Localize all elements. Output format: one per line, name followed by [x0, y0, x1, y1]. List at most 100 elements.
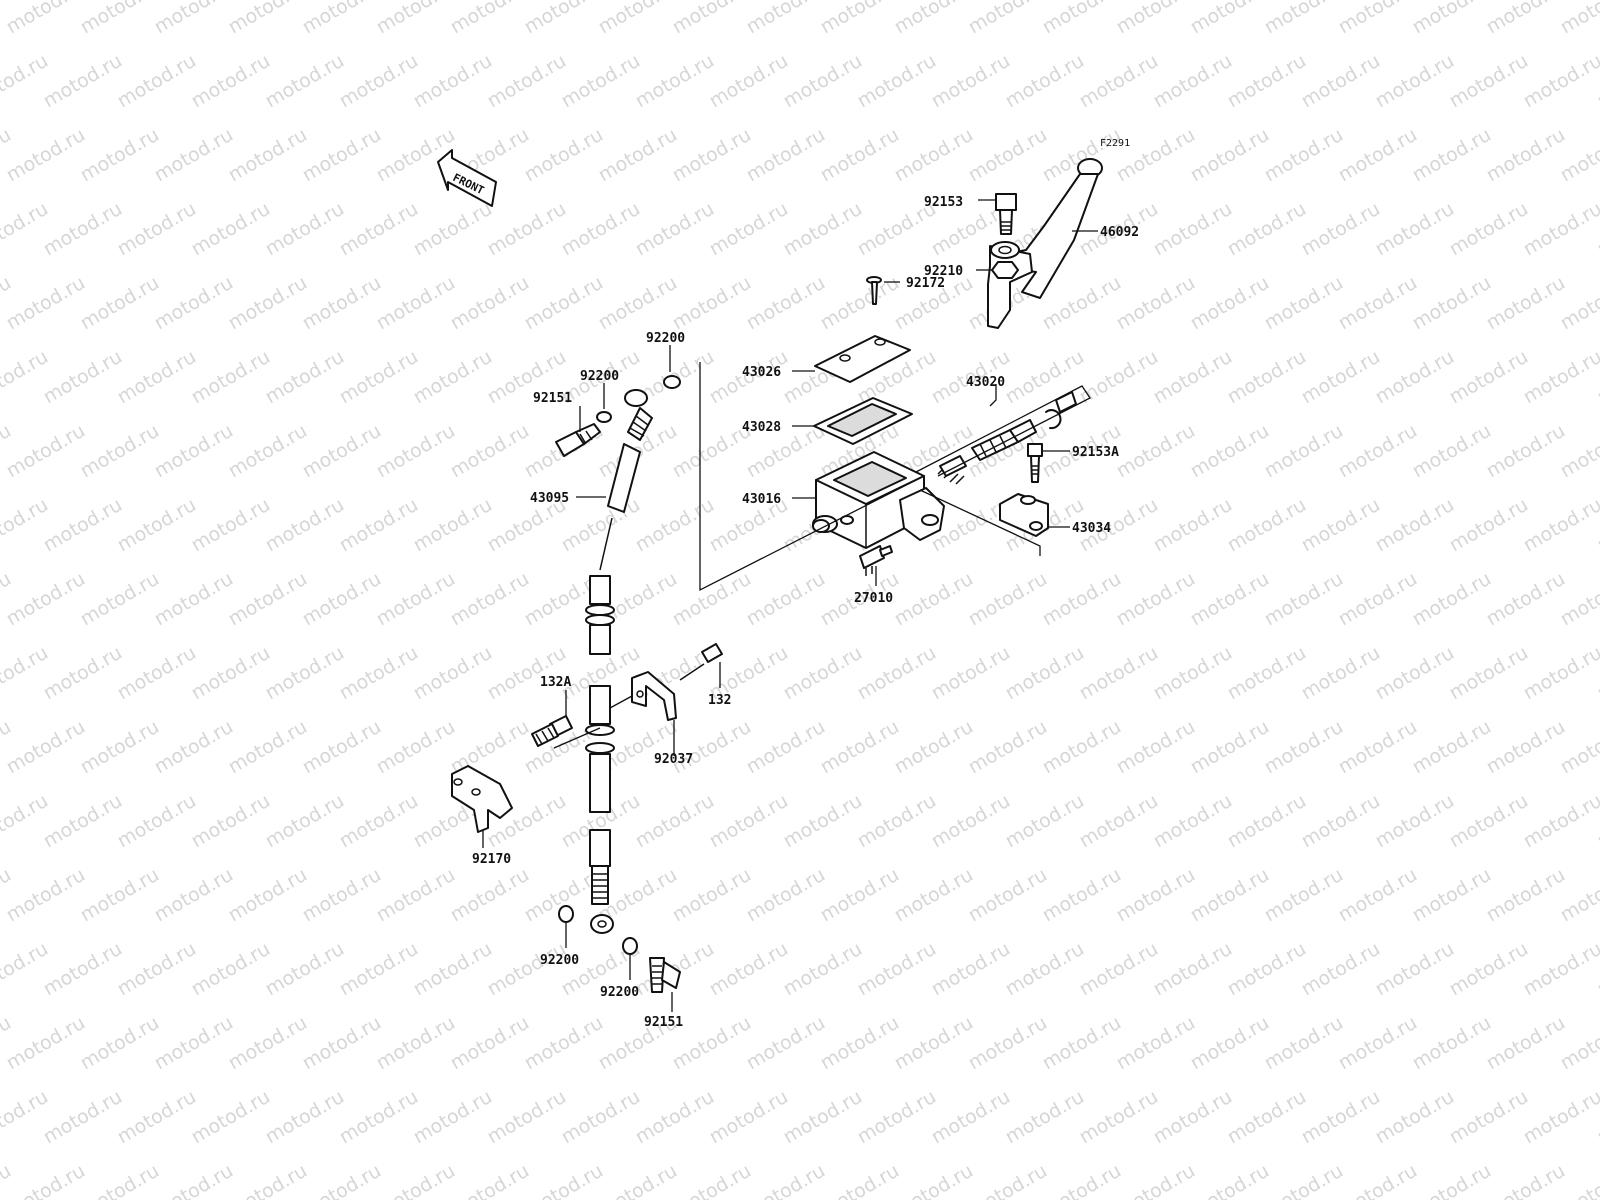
watermark-text: motod.ru — [1224, 50, 1310, 113]
watermark-text: motod.ru — [336, 198, 422, 261]
watermark-text: motod.ru — [1113, 716, 1199, 779]
watermark-text: motod.ru — [891, 716, 977, 779]
watermark-text: motod.ru — [1298, 790, 1384, 853]
callout-43026: 43026 — [742, 365, 781, 380]
watermark-text: motod.ru — [299, 124, 385, 187]
watermark-text: motod.ru — [1113, 420, 1199, 483]
watermark-text: motod.ru — [891, 568, 977, 631]
watermark-text: motod.ru — [188, 1086, 274, 1149]
watermark-text: motod.ru — [1039, 1160, 1125, 1200]
watermark-text: motod.ru — [77, 1160, 163, 1200]
watermark-text: motod.ru — [410, 198, 496, 261]
watermark-text: motod.ru — [1446, 50, 1532, 113]
watermark-text: motod.ru — [780, 198, 866, 261]
watermark-text: motod.ru — [854, 1086, 940, 1149]
watermark-text: motod.ru — [40, 790, 126, 853]
watermark-text: motod.ru — [521, 1160, 607, 1200]
watermark-text: motod.ru — [114, 642, 200, 705]
watermark-text: motod.ru — [1520, 790, 1600, 853]
brake-hose-part — [585, 407, 653, 934]
watermark-text: motod.ru — [114, 198, 200, 261]
callout-92200-bottom-right: 92200 — [600, 985, 639, 1000]
watermark-text: motod.ru — [225, 864, 311, 927]
watermark-text: motod.ru — [1446, 938, 1532, 1001]
watermark-text: motod.ru — [262, 1086, 348, 1149]
watermark-text: motod.ru — [669, 568, 755, 631]
watermark-text: motod.ru — [1187, 124, 1273, 187]
callout-92153: 92153 — [924, 195, 963, 210]
watermark-text: motod.ru — [40, 494, 126, 557]
watermark-text: motod.ru — [1409, 272, 1495, 335]
watermark-text: motod.ru — [77, 1012, 163, 1075]
watermark-text: motod.ru — [1261, 716, 1347, 779]
watermark-text: motod.ru — [965, 124, 1051, 187]
watermark-text: motod.ru — [743, 124, 829, 187]
watermark-text: motod.ru — [299, 568, 385, 631]
watermark-text: motod.ru — [854, 50, 940, 113]
watermark-text: motod.ru — [1520, 938, 1600, 1001]
watermark-text: motod.ru — [1446, 346, 1532, 409]
watermark-text: motod.ru — [1261, 124, 1347, 187]
watermark-text: motod.ru — [484, 50, 570, 113]
watermark-text: motod.ru — [521, 124, 607, 187]
watermark-text: motod.ru — [706, 198, 792, 261]
watermark-text: motod.ru — [225, 272, 311, 335]
watermark-text: motod.ru — [114, 1086, 200, 1149]
washer-top-left-part — [596, 411, 612, 423]
watermark-text: motod.ru — [1187, 716, 1273, 779]
banjo-bolt-bottom-part — [649, 957, 681, 993]
watermark-text: motod.ru — [3, 420, 89, 483]
watermark-text: motod.ru — [669, 272, 755, 335]
clamp-bolt-part — [1027, 443, 1043, 483]
watermark-text: motod.ru — [1039, 864, 1125, 927]
watermark-text: motod.ru — [743, 716, 829, 779]
watermark-text: motod.ru — [447, 864, 533, 927]
watermark-text: motod.ru — [965, 1160, 1051, 1200]
watermark-text: motod.ru — [1113, 864, 1199, 927]
watermark-text: motod.ru — [854, 790, 940, 853]
watermark-text: motod.ru — [1483, 272, 1569, 335]
watermark-text: motod.ru — [114, 346, 200, 409]
watermark-text: motod.ru — [1150, 790, 1236, 853]
watermark-text: motod.ru — [1002, 790, 1088, 853]
watermark-text: motod.ru — [1113, 568, 1199, 631]
watermark-text: motod.ru — [3, 1012, 89, 1075]
watermark-text: motod.ru — [706, 790, 792, 853]
watermark-text: motod.ru — [1224, 198, 1310, 261]
pivot-bolt-part — [995, 193, 1017, 235]
watermark-text: motod.ru — [1224, 346, 1310, 409]
watermark-text: motod.ru — [3, 124, 89, 187]
callout-132: 132 — [708, 693, 731, 708]
watermark-text: motod.ru — [114, 50, 200, 113]
watermark-text: motod.ru — [1483, 124, 1569, 187]
watermark-text: motod.ru — [558, 494, 644, 557]
watermark-text: motod.ru — [1261, 1160, 1347, 1200]
watermark-text: motod.ru — [780, 1086, 866, 1149]
watermark-text: motod.ru — [1520, 346, 1600, 409]
watermark-text: motod.ru — [299, 1160, 385, 1200]
watermark-text: motod.ru — [484, 938, 570, 1001]
watermark-text: motod.ru — [1298, 642, 1384, 705]
watermark-text: motod.ru — [1187, 1160, 1273, 1200]
watermark-text: motod.ru — [484, 1086, 570, 1149]
watermark-text: motod.ru — [1446, 494, 1532, 557]
watermark-text: motod.ru — [780, 938, 866, 1001]
watermark-text: motod.ru — [669, 124, 755, 187]
watermark-text: motod.ru — [1372, 1086, 1458, 1149]
master-cylinder-part — [812, 451, 945, 549]
watermark-text: motod.ru — [188, 494, 274, 557]
watermark-text: motod.ru — [484, 642, 570, 705]
watermark-text: motod.ru — [1409, 1012, 1495, 1075]
watermark-text: motod.ru — [40, 346, 126, 409]
watermark-text: motod.ru — [1335, 124, 1421, 187]
watermark-text: motod.ru — [299, 420, 385, 483]
watermark-text: motod.ru — [151, 1160, 237, 1200]
watermark-text: motod.ru — [373, 1160, 459, 1200]
watermark-text: motod.ru — [373, 568, 459, 631]
watermark-text: motod.ru — [373, 272, 459, 335]
watermark-text: motod.ru — [1335, 568, 1421, 631]
watermark-text: motod.ru — [558, 1086, 644, 1149]
cap-screw-part — [866, 276, 882, 305]
